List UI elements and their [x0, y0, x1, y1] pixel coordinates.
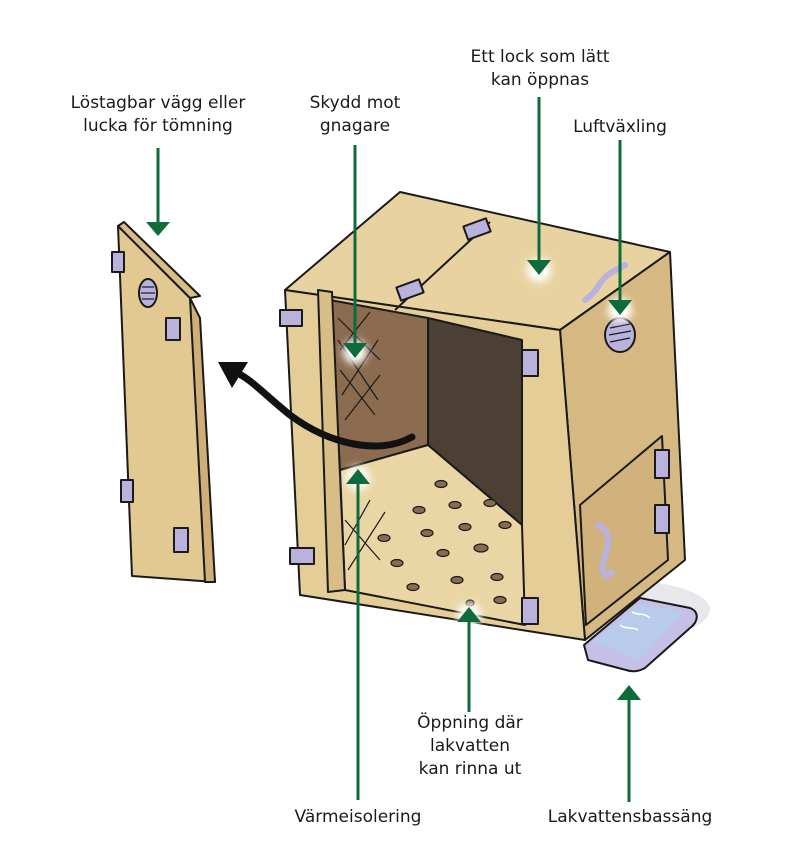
- label-rodent-protection: Skydd mot gnagare: [309, 93, 401, 136]
- latch-icon: [521, 349, 539, 377]
- side-hatch: [579, 435, 669, 626]
- hinge-icon: [395, 278, 425, 302]
- hinge-icon: [654, 449, 670, 479]
- label-ventilation: Luftväxling: [573, 117, 667, 137]
- label-insulation: Värmeisolering: [294, 807, 422, 827]
- latch-icon: [111, 251, 125, 273]
- removable-panel: [111, 221, 216, 583]
- latch-icon: [165, 317, 181, 341]
- latch-icon: [521, 597, 539, 625]
- label-removable-wall: Löstagbar vägg eller lucka för tömning: [70, 93, 246, 136]
- hatch-handle-icon: [595, 522, 615, 579]
- callout-arrows: [146, 97, 641, 802]
- latch-icon: [173, 527, 189, 553]
- hinge-icon: [654, 504, 670, 534]
- leachate-tray: [583, 597, 698, 673]
- removal-arrow: [218, 362, 416, 450]
- label-leachate-basin: Lakvattensbassäng: [547, 807, 713, 827]
- compost-box: [279, 191, 686, 641]
- lid-handle-icon: [582, 262, 628, 303]
- hinge-icon: [462, 217, 492, 241]
- label-easy-lid: Ett lock som lätt kan öppnas: [470, 47, 610, 90]
- latch-icon: [289, 547, 315, 565]
- label-drain-opening: Öppning där lakvatten kan rinna ut: [417, 713, 523, 779]
- latch-icon: [120, 479, 134, 503]
- latch-icon: [279, 309, 303, 327]
